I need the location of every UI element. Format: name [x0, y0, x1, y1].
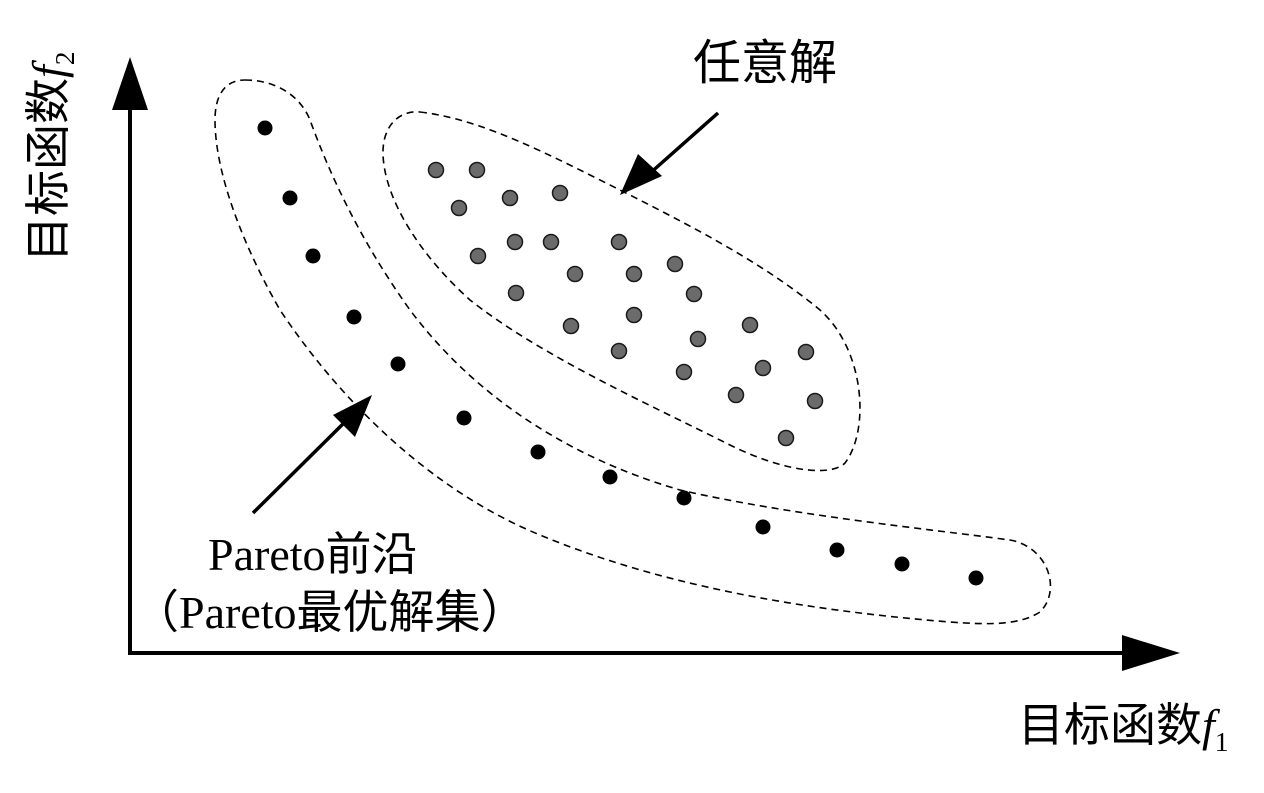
arbitrary-point	[625, 306, 643, 324]
arbitrary-point	[806, 392, 824, 410]
pareto-front-boundary	[214, 79, 1052, 625]
arbitrary-point	[610, 342, 628, 360]
arbitrary-solutions-boundary	[382, 111, 861, 472]
pareto-point	[257, 120, 273, 136]
pareto-point	[755, 519, 771, 535]
y-axis-label-text: 目标函数	[23, 78, 74, 262]
pareto-point	[390, 356, 406, 372]
arbitrary-solutions-label: 任意解	[693, 37, 838, 90]
arbitrary-point	[427, 161, 445, 179]
x-axis-arrowhead	[1122, 635, 1180, 671]
pareto-point	[829, 542, 845, 558]
arbitrary-point	[727, 386, 745, 404]
arbitrary-point	[566, 265, 584, 283]
arbitrary-point	[551, 184, 569, 202]
arbitrary-point	[741, 316, 759, 334]
x-axis-label-text: 目标函数	[1018, 700, 1202, 751]
arbitrary-point	[625, 265, 643, 283]
y-axis-arrowhead	[112, 57, 148, 110]
arbitrary-points	[427, 161, 824, 447]
pareto-point	[456, 410, 472, 426]
pareto-point	[602, 469, 618, 485]
pareto-front-arrowhead	[333, 395, 372, 437]
arbitrary-point	[542, 233, 560, 251]
arbitrary-point	[450, 199, 468, 217]
arbitrary-point	[507, 284, 525, 302]
arbitrary-point	[754, 359, 772, 377]
x-axis-label-sub: 1	[1214, 725, 1229, 757]
arbitrary-point	[468, 161, 486, 179]
arbitrary-point	[469, 247, 487, 265]
arbitrary-point	[689, 330, 707, 348]
pareto-point	[968, 570, 984, 586]
x-axis-label: 目标函数f1	[1018, 700, 1229, 755]
pareto-front-arrow-shaft	[251, 415, 352, 515]
arbitrary-point	[685, 285, 703, 303]
pareto-point	[305, 248, 321, 264]
pareto-points	[257, 120, 984, 586]
arbitrary-point	[610, 233, 628, 251]
x-axis-label-var: f	[1202, 700, 1215, 751]
y-axis-label: 目标函数f2	[23, 51, 80, 262]
pareto-point	[676, 490, 692, 506]
arbitrary-point	[797, 343, 815, 361]
pareto-optimal-set-label: （Pareto最优解集）	[133, 587, 527, 638]
arbitrary-solutions-arrowhead	[620, 154, 662, 195]
y-axis-label-var: f	[23, 65, 74, 78]
arbitrary-point	[506, 233, 524, 251]
arbitrary-point	[501, 189, 519, 207]
pareto-point	[282, 190, 298, 206]
arbitrary-point	[777, 429, 795, 447]
arbitrary-solutions-arrow-shaft	[646, 111, 720, 177]
pareto-front-label: Pareto前沿	[208, 529, 418, 580]
arbitrary-point	[666, 255, 684, 273]
pareto-point	[346, 309, 362, 325]
pareto-point	[530, 444, 546, 460]
pareto-point	[894, 556, 910, 572]
y-axis-label-sub: 2	[48, 51, 80, 66]
arbitrary-point	[675, 363, 693, 381]
arbitrary-point	[562, 317, 580, 335]
